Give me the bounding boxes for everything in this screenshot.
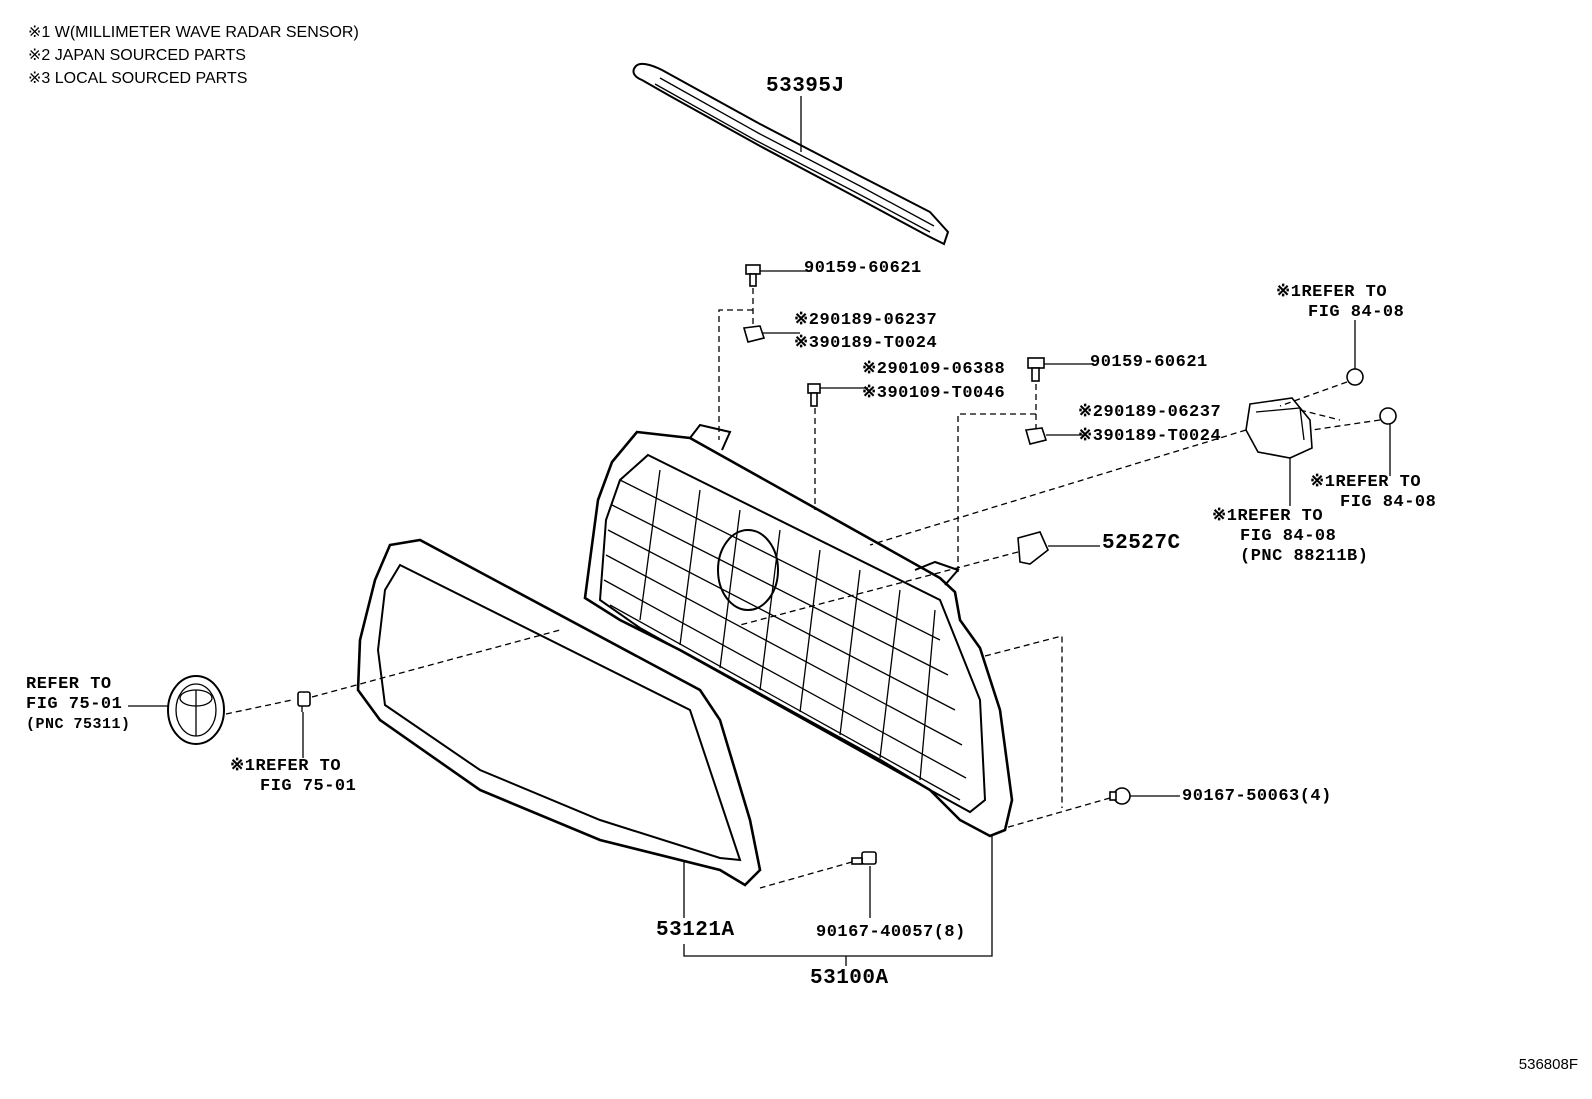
- grille-surround: [356, 538, 762, 887]
- clip-bottom: [851, 851, 877, 865]
- callout-assembly: 53100A: [810, 967, 889, 990]
- bolt-top-left: [745, 264, 761, 287]
- radar-screw-top: [1346, 368, 1364, 386]
- callout-clip-bottom: 90167-40057(8): [816, 923, 966, 942]
- callout-radar-top-2: FIG 84-08: [1308, 303, 1405, 322]
- diagram-code: 536808F: [1518, 1056, 1578, 1073]
- callout-nut-right-1: ※290189-06237: [1078, 403, 1222, 422]
- callout-radar-left-2: FIG 84-08: [1240, 527, 1337, 546]
- radar-sensor: [1245, 397, 1313, 459]
- callout-surround: 53121A: [656, 919, 735, 942]
- callout-nut-right-2: ※390189-T0024: [1078, 427, 1222, 446]
- callout-bracket: 52527C: [1102, 532, 1181, 555]
- callout-bolt-center-1: ※290109-06388: [862, 360, 1006, 379]
- nut-top-right: [1024, 427, 1048, 445]
- callout-radar-top-1: ※1REFER TO: [1276, 283, 1388, 302]
- callout-bolt-top-left: 90159-60621: [804, 259, 922, 278]
- callout-53395J: 53395J: [766, 75, 845, 98]
- callout-emblem-3: (PNC 75311): [26, 716, 131, 733]
- nut-top-left: [742, 325, 766, 343]
- note-1: ※1 W(MILLIMETER WAVE RADAR SENSOR): [28, 24, 359, 41]
- callout-emblem-2: FIG 75-01: [26, 695, 123, 714]
- callout-emblem-clip-1: ※1REFER TO: [230, 757, 342, 776]
- callout-emblem-clip-2: FIG 75-01: [260, 777, 357, 796]
- callout-radar-left-3: (PNC 88211B): [1240, 547, 1369, 566]
- callout-radar-left-1: ※1REFER TO: [1212, 507, 1324, 526]
- note-2: ※2 JAPAN SOURCED PARTS: [28, 47, 246, 64]
- front-emblem: [167, 675, 225, 745]
- radiator-grille-body: [583, 423, 1014, 838]
- callout-nut-left-1: ※290189-06237: [794, 311, 938, 330]
- radar-screw-right: [1379, 407, 1397, 425]
- clip-side: [1109, 787, 1131, 805]
- bolt-center: [807, 383, 821, 407]
- callout-radar-right-1: ※1REFER TO: [1310, 473, 1422, 492]
- callout-bolt-center-2: ※390109-T0046: [862, 384, 1006, 403]
- callout-nut-left-2: ※390189-T0024: [794, 334, 938, 353]
- callout-clip-side: 90167-50063(4): [1182, 787, 1332, 806]
- callout-bolt-top-right: 90159-60621: [1090, 353, 1208, 372]
- callout-radar-right-2: FIG 84-08: [1340, 493, 1437, 512]
- bracket-part: [1017, 531, 1049, 565]
- upper-molding-part: [632, 62, 950, 246]
- emblem-clip: [297, 691, 311, 712]
- note-3: ※3 LOCAL SOURCED PARTS: [28, 70, 248, 87]
- bolt-top-right: [1027, 357, 1045, 382]
- callout-emblem-1: REFER TO: [26, 675, 112, 694]
